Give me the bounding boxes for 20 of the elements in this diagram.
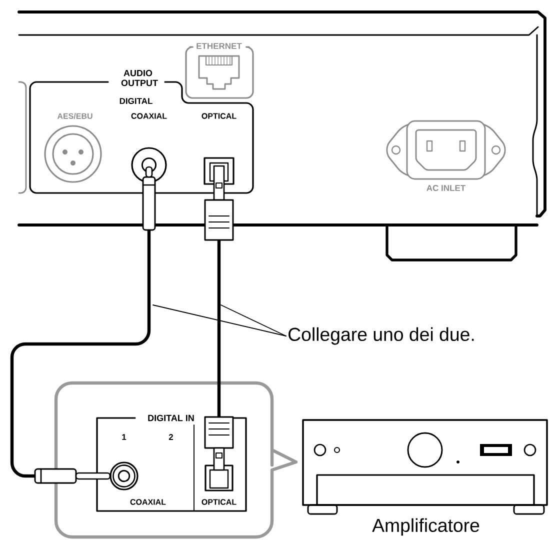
- port-label: COAXIAL: [130, 499, 166, 505]
- leader-line: [152, 304, 286, 336]
- port-label: ETHERNET: [196, 43, 242, 49]
- port-label: 1: [122, 434, 126, 440]
- port-label: COAXIAL: [131, 113, 167, 119]
- port-label: 2: [168, 434, 174, 440]
- leader-line: [220, 304, 286, 336]
- device-name: Amplificatore: [372, 518, 480, 536]
- section-label: AUDIO OUTPUT: [121, 70, 158, 86]
- port-label: OPTICAL: [202, 113, 236, 119]
- port-label: AC INLET: [426, 185, 466, 191]
- note-text: Collegare uno dei due.: [288, 327, 474, 345]
- port-label: AES/EBU: [57, 113, 92, 119]
- optical-cable: [204, 165, 234, 471]
- port-label: OPTICAL: [202, 499, 236, 505]
- port-label: DIGITAL IN: [146, 413, 196, 422]
- coaxial-jack: [110, 462, 138, 490]
- optical-jack: [204, 464, 234, 492]
- coaxial-cable: [10, 166, 156, 484]
- port-label: DIGITAL: [120, 98, 152, 104]
